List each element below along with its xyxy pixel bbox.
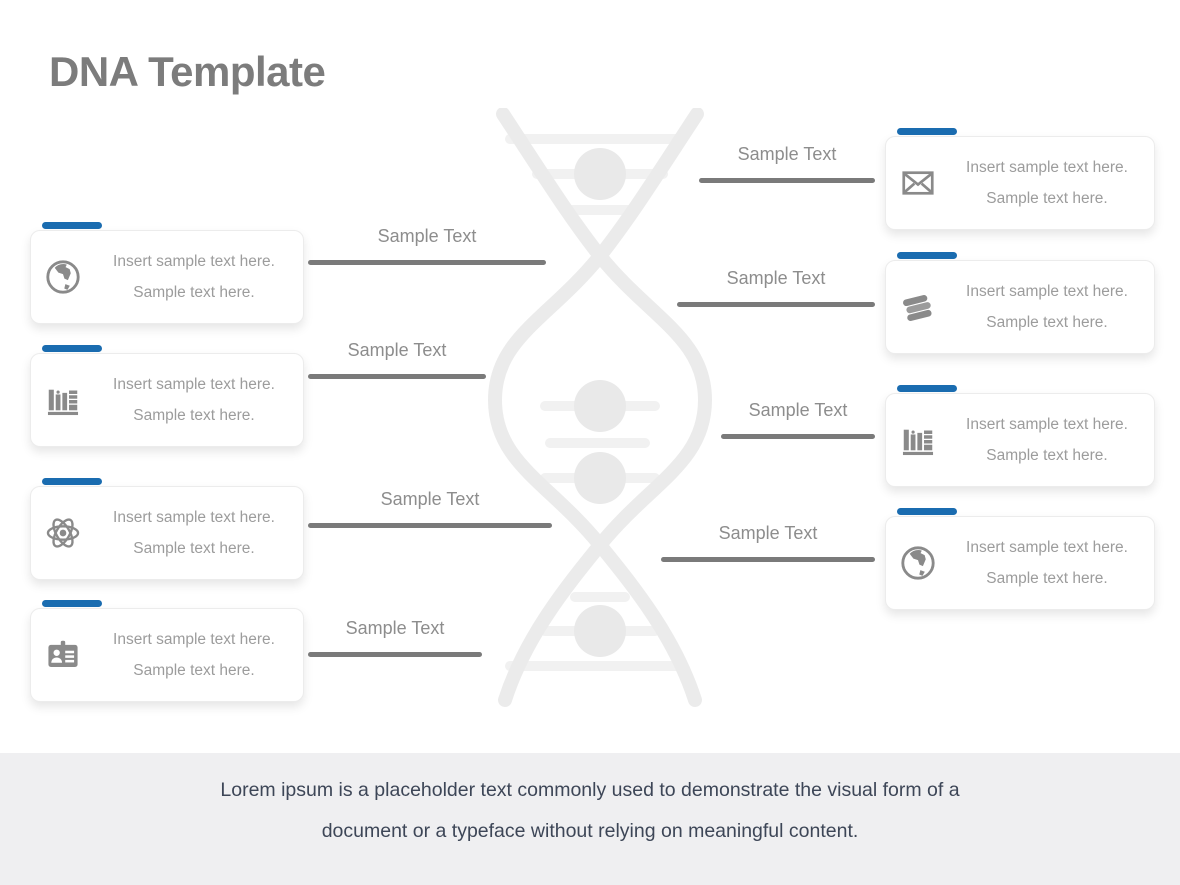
envelope-icon <box>886 164 950 202</box>
accent-bar <box>42 345 102 352</box>
book-stack-icon <box>886 288 950 326</box>
card-right-2: Insert sample text here. Sample text her… <box>885 252 1155 354</box>
connector-line <box>699 178 875 183</box>
card-line1: Insert sample text here. <box>113 631 275 648</box>
connector-line <box>661 557 875 562</box>
card-left-3: Insert sample text here. Sample text her… <box>30 478 304 580</box>
books-shelf-icon <box>886 421 950 459</box>
connector-label: Sample Text <box>345 618 445 638</box>
card-right-4: Insert sample text here. Sample text her… <box>885 508 1155 610</box>
dna-helix-watermark <box>487 108 713 707</box>
card-line2: Sample text here. <box>133 540 255 557</box>
connector-label: Sample Text <box>347 340 447 360</box>
card-left-1: Insert sample text here. Sample text her… <box>30 222 304 324</box>
card-line2: Sample text here. <box>986 447 1108 464</box>
connector-label: Sample Text <box>748 400 848 420</box>
card-line1: Insert sample text here. <box>966 416 1128 433</box>
connector-line <box>308 523 552 528</box>
connector-line <box>308 374 486 379</box>
card-left-4: Insert sample text here. Sample text her… <box>30 600 304 702</box>
card-text: Insert sample text here. Sample text her… <box>95 246 303 308</box>
card-text: Insert sample text here. Sample text her… <box>950 409 1154 471</box>
accent-bar <box>42 478 102 485</box>
card-line1: Insert sample text here. <box>113 253 275 270</box>
accent-bar <box>897 508 957 515</box>
card-text: Insert sample text here. Sample text her… <box>950 276 1154 338</box>
card-right-1: Insert sample text here. Sample text her… <box>885 128 1155 230</box>
card-line2: Sample text here. <box>133 662 255 679</box>
accent-bar <box>42 222 102 229</box>
footer-band: Lorem ipsum is a placeholder text common… <box>0 753 1180 885</box>
card-text: Insert sample text here. Sample text her… <box>95 502 303 564</box>
card-text: Insert sample text here. Sample text her… <box>950 532 1154 594</box>
globe-icon <box>31 258 95 296</box>
connector-label: Sample Text <box>718 523 818 543</box>
connector-label: Sample Text <box>377 226 477 246</box>
footer-line2: document or a typeface without relying o… <box>321 820 859 842</box>
books-shelf-icon <box>31 381 95 419</box>
card-text: Insert sample text here. Sample text her… <box>95 369 303 431</box>
card-line2: Sample text here. <box>133 284 255 301</box>
connector-line <box>308 652 482 657</box>
accent-bar <box>42 600 102 607</box>
card-line1: Insert sample text here. <box>113 509 275 526</box>
atom-icon <box>31 514 95 552</box>
card-line2: Sample text here. <box>133 407 255 424</box>
id-badge-icon <box>31 636 95 674</box>
connector-line <box>677 302 875 307</box>
card-left-2: Insert sample text here. Sample text her… <box>30 345 304 447</box>
globe-icon <box>886 544 950 582</box>
page-title: DNA Template <box>49 48 326 95</box>
accent-bar <box>897 128 957 135</box>
connector-label: Sample Text <box>737 144 837 164</box>
card-text: Insert sample text here. Sample text her… <box>95 624 303 686</box>
card-line1: Insert sample text here. <box>966 539 1128 556</box>
footer-text: Lorem ipsum is a placeholder text common… <box>0 753 1180 852</box>
accent-bar <box>897 252 957 259</box>
card-right-3: Insert sample text here. Sample text her… <box>885 385 1155 487</box>
accent-bar <box>897 385 957 392</box>
connector-label: Sample Text <box>726 268 826 288</box>
connector-label: Sample Text <box>380 489 480 509</box>
card-text: Insert sample text here. Sample text her… <box>950 152 1154 214</box>
card-line2: Sample text here. <box>986 190 1108 207</box>
footer-line1: Lorem ipsum is a placeholder text common… <box>220 779 960 801</box>
card-line1: Insert sample text here. <box>113 376 275 393</box>
card-line1: Insert sample text here. <box>966 159 1128 176</box>
card-line2: Sample text here. <box>986 570 1108 587</box>
connector-line <box>308 260 546 265</box>
card-line1: Insert sample text here. <box>966 283 1128 300</box>
card-line2: Sample text here. <box>986 314 1108 331</box>
connector-line <box>721 434 875 439</box>
